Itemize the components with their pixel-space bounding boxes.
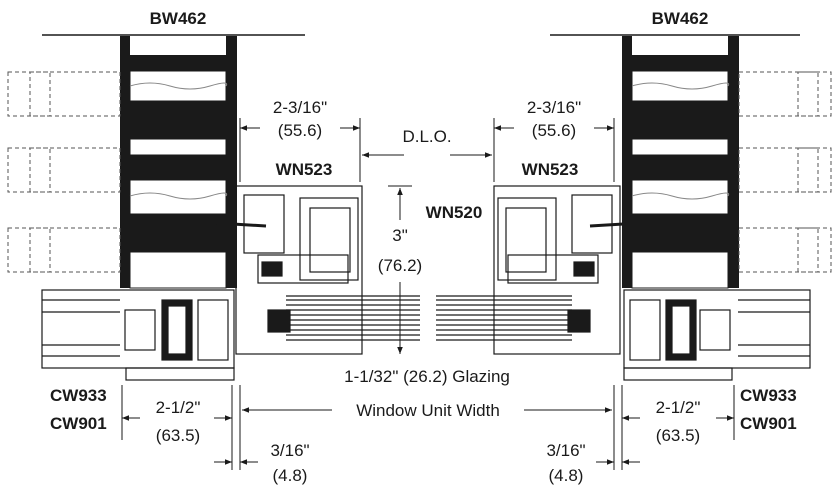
mullion-right xyxy=(623,289,811,381)
dim-bottom-right-mm: (63.5) xyxy=(656,426,700,445)
labels: BW462 BW462 2-3/16" (55.6) 2-3/16" (55.6… xyxy=(50,9,797,485)
dim-bottom-left-in: 2-1/2" xyxy=(156,398,201,417)
right-wall-assembly xyxy=(550,34,832,381)
dim-gap-right-mm: (4.8) xyxy=(549,466,584,485)
label-wn523-left: WN523 xyxy=(276,160,333,179)
dashed-anchors-left xyxy=(7,71,121,273)
dim-top-left-mm: (55.6) xyxy=(278,121,322,140)
dim-bottom-right-in: 2-1/2" xyxy=(656,398,701,417)
label-cw901-right: CW901 xyxy=(740,414,797,433)
threaded-bands-left xyxy=(129,55,228,289)
dim-height-in: 3" xyxy=(392,226,408,245)
window-frame-right xyxy=(436,185,657,355)
dim-top-right-mm: (55.6) xyxy=(532,121,576,140)
dim-top-left-in: 2-3/16" xyxy=(273,98,327,117)
dim-gap-right-in: 3/16" xyxy=(546,441,585,460)
label-cw933-right: CW933 xyxy=(740,386,797,405)
dim-glazing: 1-1/32" (26.2) Glazing xyxy=(344,367,510,386)
label-cw933-left: CW933 xyxy=(50,386,107,405)
dim-top-right-in: 2-3/16" xyxy=(527,98,581,117)
threaded-bands-right xyxy=(631,55,730,289)
left-wall-assembly xyxy=(7,34,305,381)
label-wn520: WN520 xyxy=(426,203,483,222)
dashed-anchors-right xyxy=(738,71,832,273)
mullion-left xyxy=(41,289,235,381)
window-frame-left xyxy=(199,185,420,355)
dim-gap-left-in: 3/16" xyxy=(270,441,309,460)
dim-window-unit-width: Window Unit Width xyxy=(356,401,500,420)
label-bw462-right: BW462 xyxy=(652,9,709,28)
dim-dlo: D.L.O. xyxy=(402,127,451,146)
label-cw901-left: CW901 xyxy=(50,414,107,433)
dimension-lines xyxy=(121,118,735,470)
dim-gap-left-mm: (4.8) xyxy=(273,466,308,485)
dim-bottom-left-mm: (63.5) xyxy=(156,426,200,445)
dim-height-mm: (76.2) xyxy=(378,256,422,275)
label-wn523-right: WN523 xyxy=(522,160,579,179)
label-bw462-left: BW462 xyxy=(150,9,207,28)
